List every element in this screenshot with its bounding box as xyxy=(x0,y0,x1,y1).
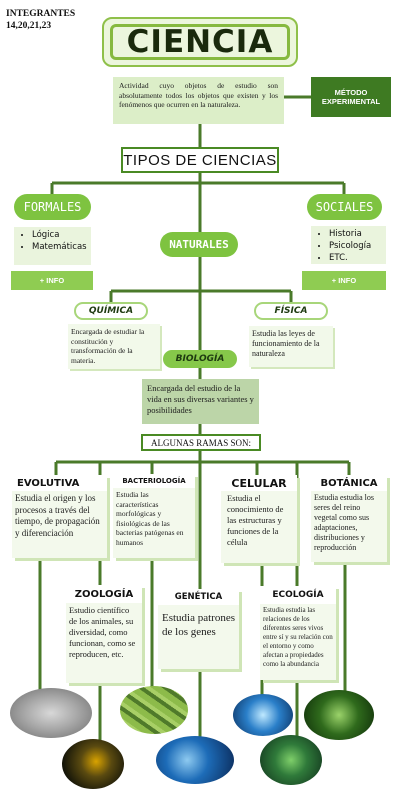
biologia-description: Encargada del estudio de la vida en sus … xyxy=(142,379,259,424)
card-title: BACTERIOLOGÍA xyxy=(113,474,195,488)
sociales-list: Historia Psicología ETC. xyxy=(311,226,386,264)
list-item: Lógica xyxy=(32,229,87,241)
celular-card: CELULAR Estudia el conocimiento de las e… xyxy=(221,475,297,563)
card-title: ZOOLOGÍA xyxy=(66,585,142,603)
naturales-pill: NATURALES xyxy=(160,232,238,257)
method-box: MÉTODO EXPERIMENTAL xyxy=(311,77,391,117)
fisica-pill: FÍSICA xyxy=(254,302,328,320)
title-banner: CIENCIA xyxy=(102,17,298,67)
definition-box: Actividad cuyo objetos de estudio son ab… xyxy=(113,77,284,124)
card-description: Estudia estudia los seres del reino vege… xyxy=(314,493,374,552)
formales-info-button[interactable]: + INFO xyxy=(11,271,93,290)
card-description: Estudio científico de los animales, su d… xyxy=(69,605,136,659)
zoology-photo xyxy=(62,739,124,789)
ecology-photo xyxy=(260,735,322,785)
botanica-card: BOTÁNICA Estudia estudia los seres del r… xyxy=(311,475,387,562)
list-item: Historia xyxy=(329,228,382,240)
sociales-pill: SOCIALES xyxy=(307,194,382,220)
card-title: BOTÁNICA xyxy=(311,475,387,491)
card-description: Estudia patrones de los genes xyxy=(162,612,236,638)
card-description: Estudia estudia las relaciones de los di… xyxy=(263,606,333,668)
ecologia-card: ECOLOGÍA Estudia estudia las relaciones … xyxy=(260,586,336,680)
ramas-title: ALGUNAS RAMAS SON: xyxy=(141,434,261,451)
page-title: CIENCIA xyxy=(126,24,274,60)
list-item: ETC. xyxy=(329,252,382,264)
integrantes-label: INTEGRANTES 14,20,21,23 xyxy=(6,8,75,32)
bacteria-photo xyxy=(120,686,188,734)
card-title: EVOLUTIVA xyxy=(12,475,107,491)
evolution-photo xyxy=(10,688,92,738)
card-description: Estudia las características morfológicas… xyxy=(116,490,184,547)
sociales-info-button[interactable]: + INFO xyxy=(302,271,386,290)
cells-photo xyxy=(233,694,293,736)
quimica-description: Encargada de estudiar la constitución y … xyxy=(68,324,160,369)
genetica-card: GENÉTICA Estudia patrones de los genes xyxy=(158,589,239,669)
title-frame: CIENCIA xyxy=(110,24,290,60)
card-title: CELULAR xyxy=(221,475,297,491)
genetics-photo xyxy=(156,736,234,784)
types-title: TIPOS DE CIENCIAS xyxy=(121,147,279,173)
biologia-pill: BIOLOGÍA xyxy=(163,350,237,368)
integrantes-numbers: 14,20,21,23 xyxy=(6,21,52,31)
card-title: GENÉTICA xyxy=(158,589,239,605)
list-item: Psicología xyxy=(329,240,382,252)
botany-photo xyxy=(304,690,374,740)
card-title: ECOLOGÍA xyxy=(260,586,336,604)
card-description: Estudia el origen y los procesos a travé… xyxy=(15,493,100,538)
quimica-pill: QUÍMICA xyxy=(74,302,148,320)
fisica-description: Estudia las leyes de funcionamiento de l… xyxy=(249,326,333,367)
formales-list: Lógica Matemáticas xyxy=(14,227,91,265)
formales-pill: FORMALES xyxy=(14,194,91,220)
integrantes-title: INTEGRANTES xyxy=(6,9,76,19)
evolutiva-card: EVOLUTIVA Estudia el origen y los proces… xyxy=(12,475,107,558)
zoologia-card: ZOOLOGÍA Estudio científico de los anima… xyxy=(66,585,142,683)
card-description: Estudia el conocimiento de las estructur… xyxy=(227,493,284,547)
list-item: Matemáticas xyxy=(32,241,87,253)
bacteriologia-card: BACTERIOLOGÍA Estudia las característica… xyxy=(113,474,195,558)
